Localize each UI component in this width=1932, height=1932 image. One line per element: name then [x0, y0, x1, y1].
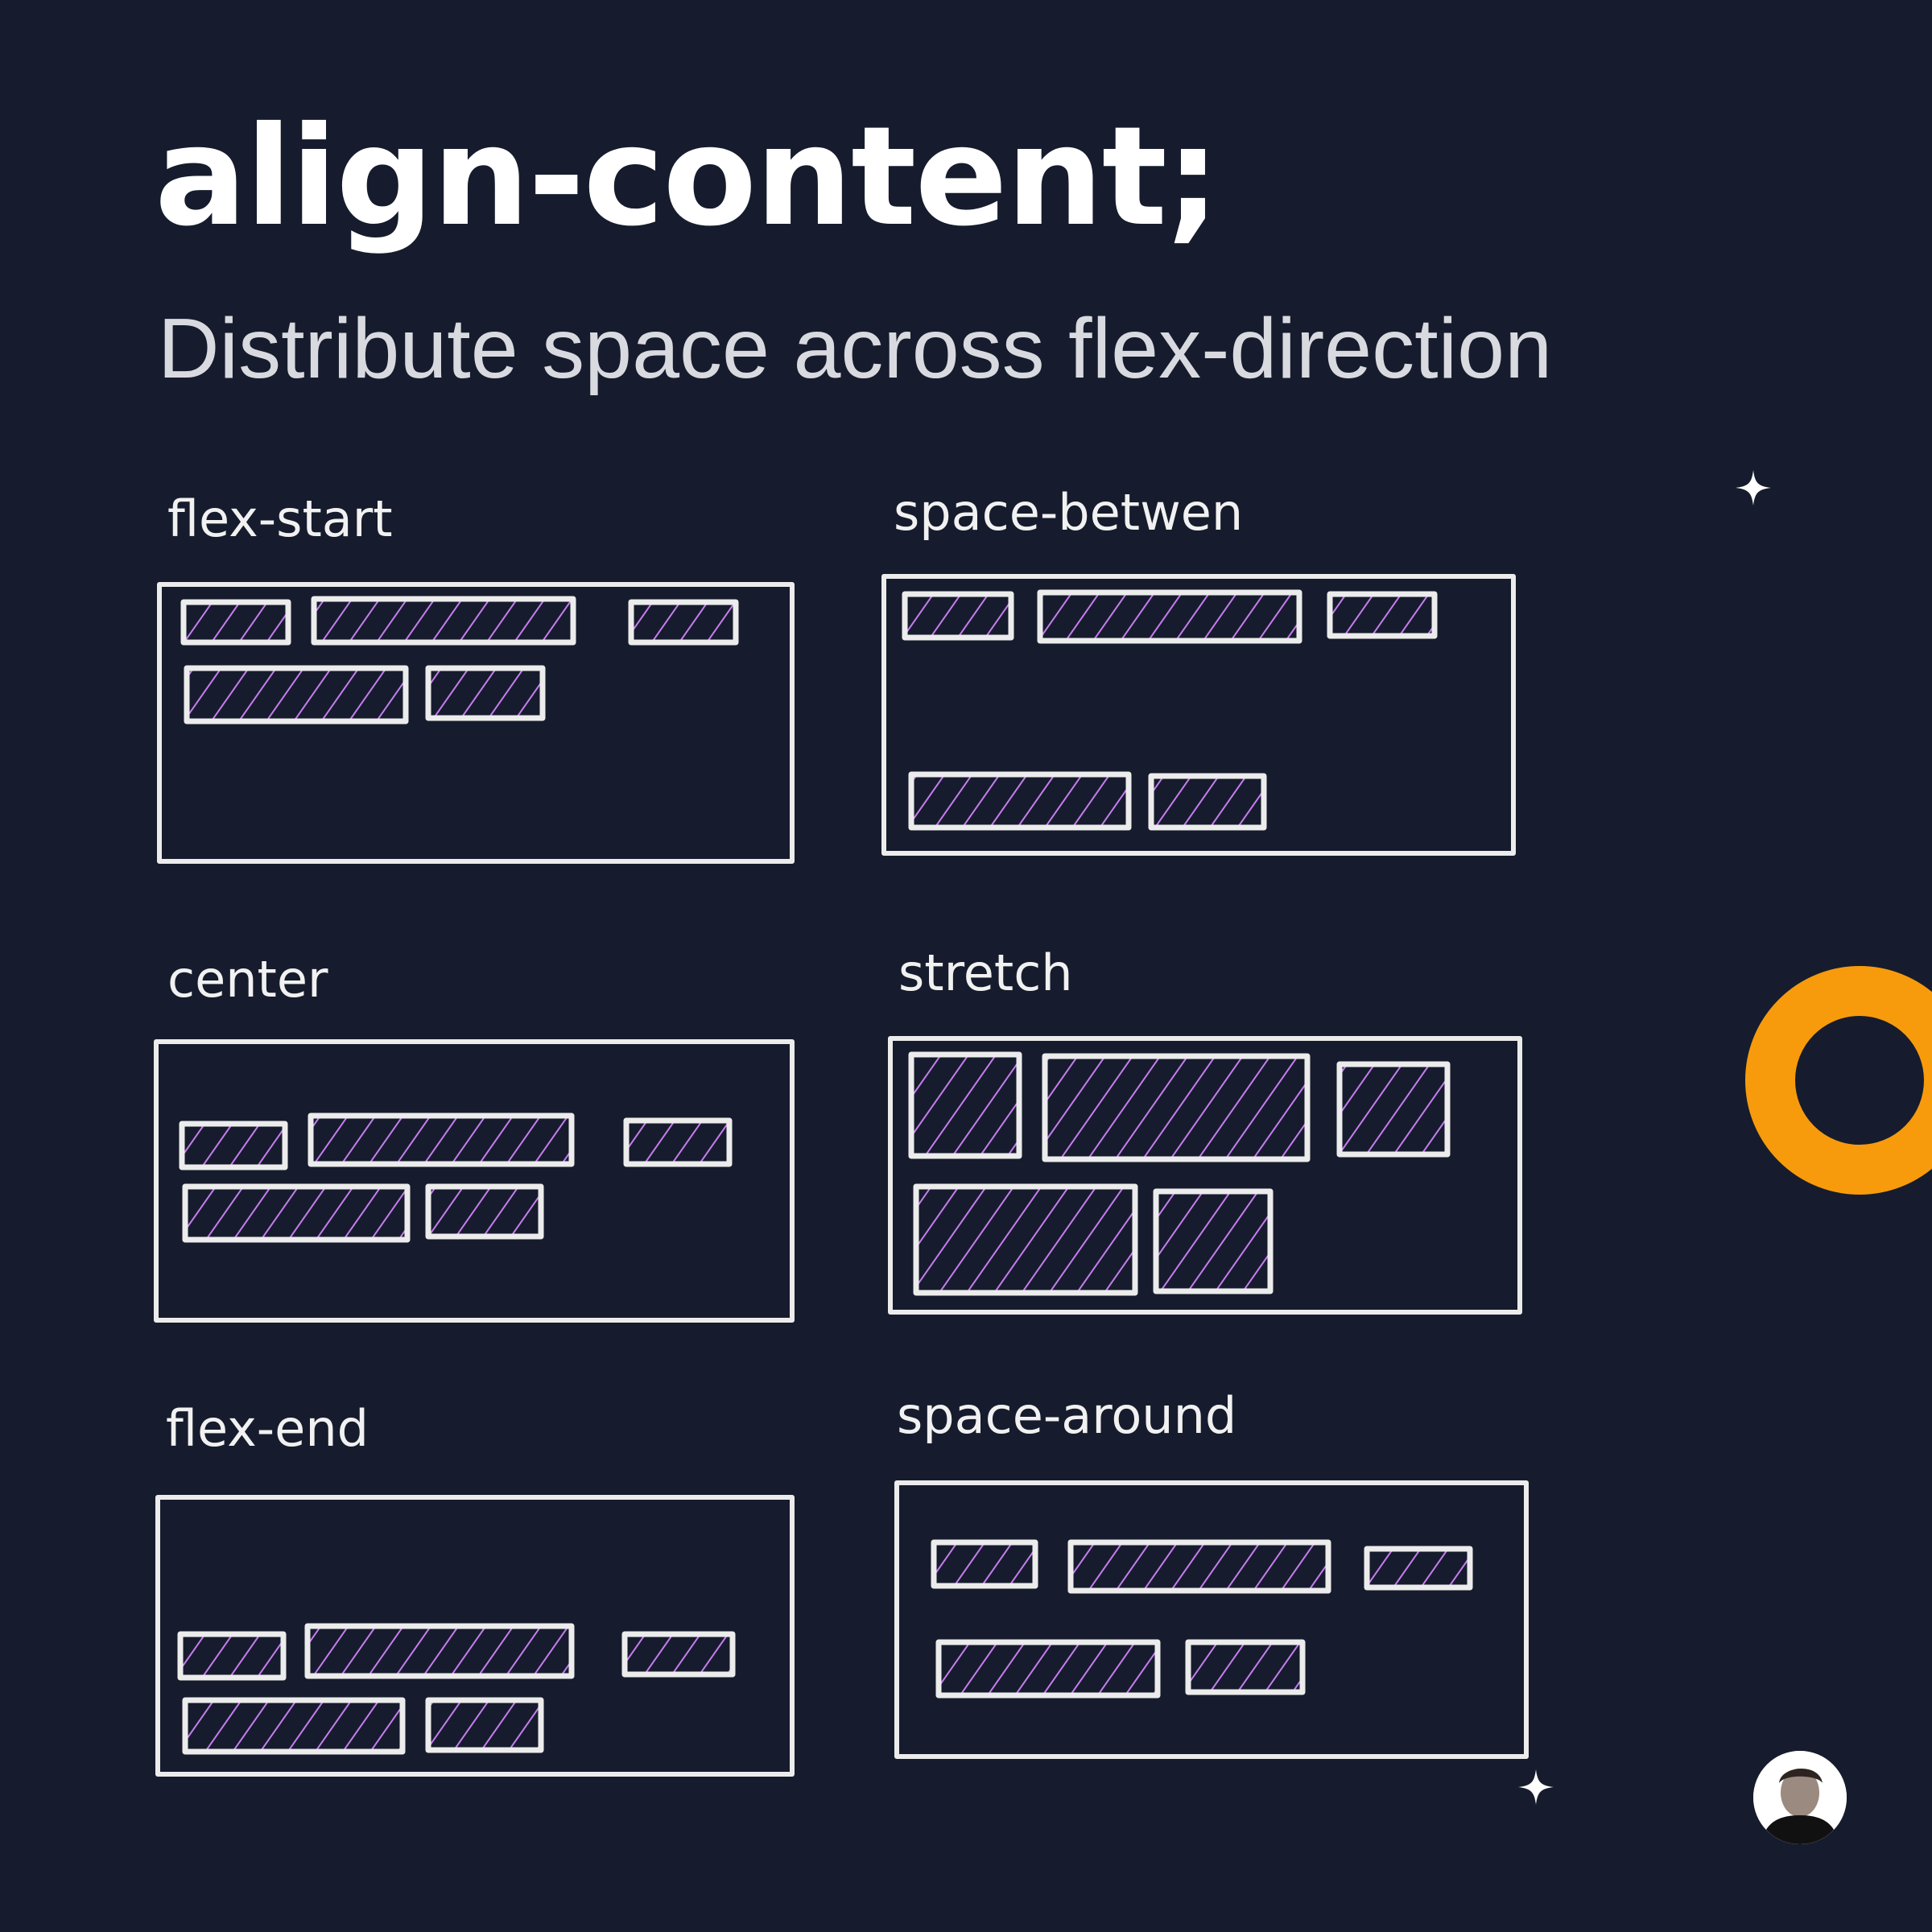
panel-stretch	[888, 1036, 1522, 1315]
flex-item	[1364, 1546, 1473, 1591]
flex-item	[908, 1051, 1022, 1159]
flex-item	[425, 1183, 544, 1240]
panel-space-around	[894, 1480, 1529, 1759]
sparkle-icon	[1045, 169, 1067, 192]
flex-item	[308, 1113, 575, 1167]
flex-item	[179, 1121, 288, 1170]
flex-item	[902, 591, 1014, 641]
flex-item	[180, 599, 291, 646]
flex-item	[1153, 1188, 1274, 1294]
flex-container-frame	[157, 582, 795, 864]
panel-center	[154, 1039, 795, 1323]
sparkle-icon	[1736, 470, 1771, 506]
flex-container-frame	[881, 574, 1516, 856]
page-subtitle: Distribute space across flex-direction	[158, 301, 1553, 396]
flex-item	[1067, 1539, 1331, 1594]
flex-item	[1336, 1061, 1451, 1158]
panel-label-stretch: stretch	[898, 943, 1073, 1002]
flex-item	[628, 599, 739, 646]
flex-item	[1037, 589, 1302, 644]
flex-container-frame	[894, 1480, 1529, 1759]
panel-label-flex-end: flex-end	[166, 1399, 369, 1458]
panel-label-flex-start: flex-start	[167, 489, 393, 548]
panel-label-center: center	[167, 950, 328, 1009]
flex-item	[1148, 773, 1267, 831]
flex-item	[621, 1631, 736, 1678]
flex-item	[425, 1697, 544, 1753]
flex-item	[182, 1183, 411, 1243]
flex-item	[177, 1631, 287, 1681]
flex-container-frame	[888, 1036, 1522, 1315]
flex-item	[184, 665, 409, 724]
flex-item	[1042, 1053, 1311, 1162]
flex-item	[931, 1539, 1038, 1589]
flex-item	[913, 1183, 1138, 1296]
flex-item	[935, 1639, 1161, 1699]
flex-container-frame	[154, 1039, 795, 1323]
panel-flex-start	[157, 582, 795, 864]
sparkle-icon	[1518, 1769, 1554, 1805]
flex-item	[304, 1623, 575, 1679]
flex-item	[1327, 591, 1438, 639]
author-avatar	[1753, 1751, 1847, 1844]
flex-item	[425, 665, 546, 721]
panel-label-space-between: space-betwen	[894, 483, 1244, 542]
panel-label-space-around: space-around	[897, 1386, 1237, 1445]
flex-container-frame	[155, 1495, 795, 1777]
flex-item	[311, 596, 576, 646]
flex-item	[1185, 1639, 1306, 1695]
flex-item	[623, 1117, 733, 1167]
page-title: align-content;	[155, 97, 1220, 257]
panel-space-between	[881, 574, 1516, 856]
panel-flex-end	[155, 1495, 795, 1777]
flex-item	[182, 1697, 406, 1755]
flex-item	[908, 771, 1132, 831]
